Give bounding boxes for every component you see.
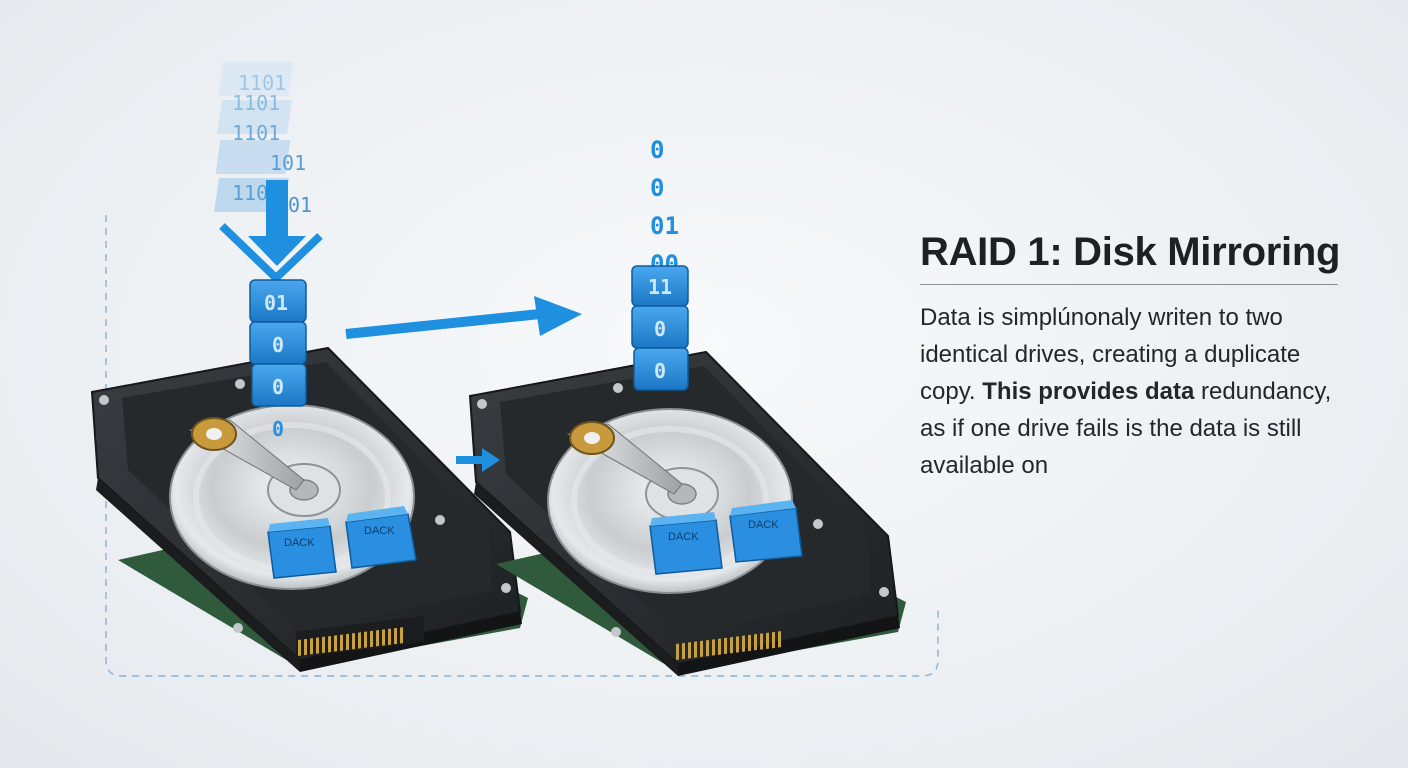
platter-blocks-primary: DACK DACK (267, 506, 417, 579)
hard-drive-mirror (468, 350, 906, 676)
mirror-bits-2: 0 (650, 174, 664, 202)
incoming-data-stream: 1101 1101 1101 101 1101 01 (214, 62, 312, 217)
block-label: DACK (668, 531, 699, 543)
stream-bits-2: 1101 (232, 91, 280, 115)
platter-blocks-mirror: DACK DACK (649, 500, 803, 575)
mirror-bits-1: 0 (650, 136, 664, 164)
block-label: DACK (364, 525, 395, 537)
stream-bits-6: 01 (288, 193, 312, 217)
explanation-panel: RAID 1: Disk Mirroring Data is simplúno… (920, 228, 1350, 484)
mirror-data-stream: 0 0 01 00 (650, 136, 679, 278)
mirror-bits-3: 01 (650, 212, 679, 240)
data-block-stack-mirror: 11 0 0 (631, 265, 689, 391)
mirror-stack-bits-1: 11 (648, 275, 672, 299)
description-part-1: Data is simplúnonaly writen to two iden… (920, 304, 1301, 405)
mirror-group-outline (105, 215, 939, 677)
description-emphasis: This provides data (982, 378, 1195, 405)
hard-drive-primary (90, 346, 528, 672)
arrow-right-icon-small (456, 448, 500, 472)
stack-bits-4: 0 (272, 417, 284, 441)
description-part-2: redundancy, as if one drive fails is the… (920, 378, 1332, 479)
block-label: DACK (284, 537, 315, 549)
data-block-stack-primary: 01 0 0 0 (249, 279, 307, 441)
page-title: RAID 1: Disk Mirroring (920, 230, 1341, 274)
mirror-stack-bits-3: 0 (654, 359, 666, 383)
arrow-right-icon (345, 296, 582, 339)
mirror-stack-bits-2: 0 (654, 317, 666, 341)
stream-bits-1: 1101 (238, 71, 286, 95)
stream-bits-3: 1101 (232, 121, 280, 145)
title-divider (920, 284, 1338, 285)
stack-bits-1: 01 (264, 291, 288, 315)
block-label: DACK (748, 519, 779, 531)
stream-bits-4: 101 (270, 151, 306, 175)
stack-bits-2: 0 (272, 333, 284, 357)
arrow-down-icon (219, 180, 323, 284)
stack-bits-3: 0 (272, 375, 284, 399)
description-text: Data is simplúnonaly writen to two iden… (920, 299, 1340, 484)
